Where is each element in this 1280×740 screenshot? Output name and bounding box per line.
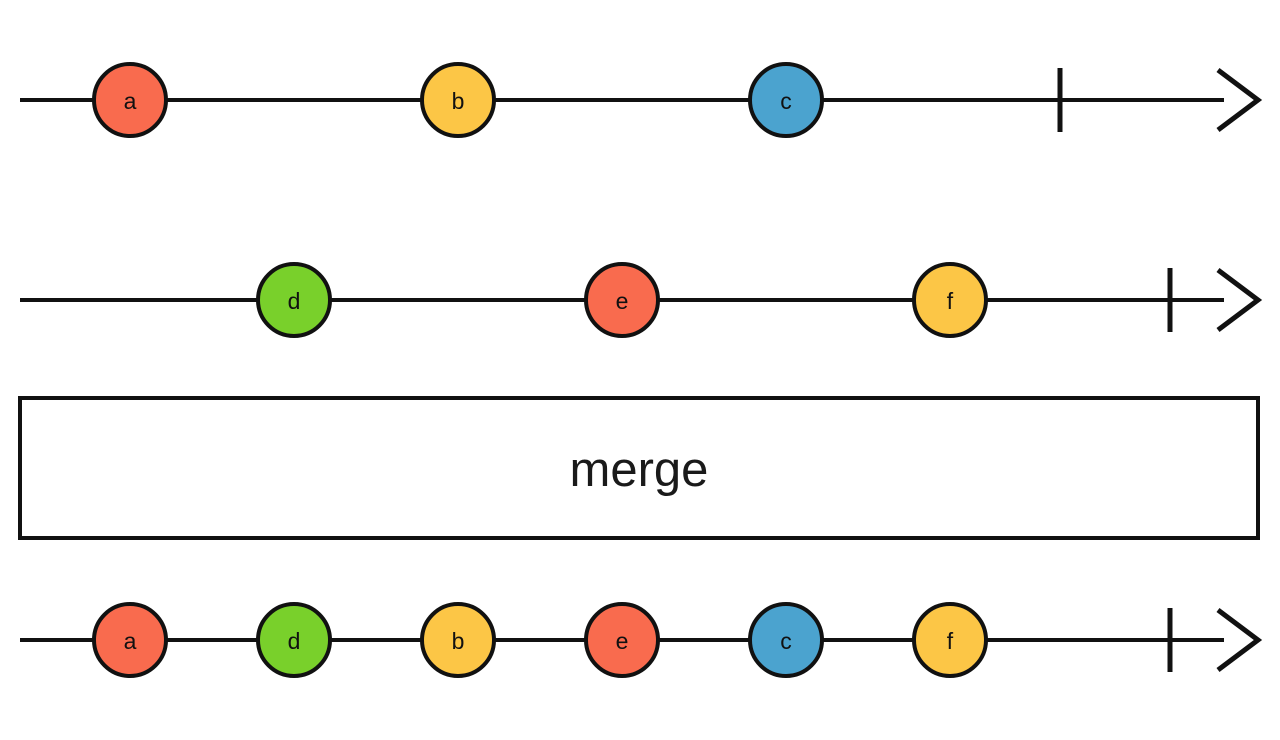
merge-box-outline: [18, 396, 1260, 540]
timeline-node-f[interactable]: f: [912, 262, 988, 338]
node-circle-e[interactable]: [584, 262, 660, 338]
timeline-node-f[interactable]: f: [912, 602, 988, 678]
timeline-node-c[interactable]: c: [748, 602, 824, 678]
upper-timeline-arrow-head: [1216, 68, 1263, 132]
timeline-node-c[interactable]: c: [748, 62, 824, 138]
node-circle-a[interactable]: [92, 602, 168, 678]
node-circle-b[interactable]: [420, 62, 496, 138]
timeline-node-a[interactable]: a: [92, 602, 168, 678]
node-circle-f[interactable]: [912, 602, 988, 678]
timeline-node-e[interactable]: e: [584, 602, 660, 678]
node-circle-f[interactable]: [912, 262, 988, 338]
middle-timeline: d e f: [20, 262, 1263, 338]
timeline-node-b[interactable]: b: [420, 602, 496, 678]
node-circle-c[interactable]: [748, 62, 824, 138]
upper-timeline: a b c: [20, 62, 1263, 138]
timeline-node-b[interactable]: b: [420, 62, 496, 138]
merge-box: merge: [18, 396, 1260, 540]
node-circle-d[interactable]: [256, 262, 332, 338]
middle-timeline-arrow-head: [1216, 268, 1263, 332]
node-circle-c[interactable]: [748, 602, 824, 678]
merged-timeline-arrow-head: [1216, 608, 1263, 672]
timeline-node-e[interactable]: e: [584, 262, 660, 338]
node-circle-b[interactable]: [420, 602, 496, 678]
node-circle-a[interactable]: [92, 62, 168, 138]
node-circle-d[interactable]: [256, 602, 332, 678]
timeline-node-d[interactable]: d: [256, 602, 332, 678]
node-circle-e[interactable]: [584, 602, 660, 678]
merge-box-label: merge: [570, 443, 709, 497]
timeline-node-a[interactable]: a: [92, 62, 168, 138]
timeline-node-d[interactable]: d: [256, 262, 332, 338]
